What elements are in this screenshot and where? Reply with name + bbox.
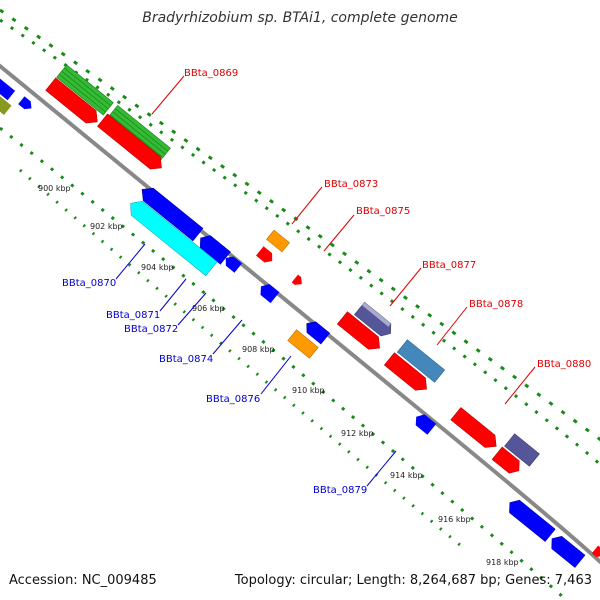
tick-label: 914 kbp — [390, 471, 423, 480]
gene-feature[interactable] — [547, 532, 586, 568]
gene-label-BBta_0872[interactable]: BBta_0872 — [124, 324, 178, 335]
gene-feature[interactable] — [256, 246, 276, 265]
gene-feature[interactable] — [491, 446, 524, 477]
gene-feature[interactable] — [137, 183, 204, 242]
gene-feature-BBta_0874[interactable] — [257, 281, 280, 304]
gene-features[interactable] — [0, 64, 600, 568]
map-title: Bradyrhizobium sp. BTAi1, complete genom… — [142, 10, 458, 26]
gene-feature[interactable] — [45, 77, 103, 128]
gene-feature[interactable] — [222, 253, 242, 273]
gene-feature[interactable] — [0, 75, 16, 101]
gene-label-BBta_0876[interactable]: BBta_0876 — [206, 394, 260, 405]
gene-feature-BBta_0878[interactable] — [396, 339, 446, 383]
gene-feature-BBta_0877[interactable] — [354, 301, 395, 340]
gene-label-BBta_0877[interactable]: BBta_0877 — [422, 260, 476, 271]
gene-feature-BBta_0869[interactable] — [56, 64, 114, 116]
gene-feature[interactable] — [505, 496, 556, 542]
ticks: 900 kbp 902 kbp 904 kbp 906 kbp 908 kbp … — [38, 184, 519, 567]
accession-text: Accession: NC_009485 — [9, 573, 157, 588]
gene-feature[interactable] — [97, 113, 166, 174]
tick-label: 904 kbp — [141, 263, 174, 272]
gene-feature[interactable] — [302, 318, 331, 345]
gene-feature[interactable] — [196, 232, 231, 265]
gene-feature-BBta_0870[interactable] — [125, 196, 218, 277]
track-dot-line — [0, 18, 600, 472]
gene-label-BBta_0879[interactable]: BBta_0879 — [313, 485, 367, 496]
gene-feature[interactable] — [0, 93, 12, 115]
tick-label: 916 kbp — [438, 515, 471, 524]
track-dot-line — [19, 168, 461, 547]
tick-label: 900 kbp — [38, 184, 71, 193]
gene-feature-BBta_0873[interactable] — [266, 229, 290, 253]
gene-label-BBta_0873[interactable]: BBta_0873 — [324, 179, 378, 190]
gene-label-BBta_0870[interactable]: BBta_0870 — [62, 278, 116, 289]
gene-label-BBta_0869[interactable]: BBta_0869 — [184, 68, 238, 79]
tick-label: 902 kbp — [90, 222, 123, 231]
track-dot-lines — [0, 8, 600, 598]
gene-feature[interactable] — [383, 352, 431, 396]
tick-label: 912 kbp — [341, 429, 374, 438]
gene-feature[interactable] — [336, 311, 384, 355]
genome-backbone — [0, 63, 600, 565]
gene-feature[interactable] — [18, 96, 34, 112]
gene-label-BBta_0878[interactable]: BBta_0878 — [469, 299, 523, 310]
gene-feature-BBta_0880[interactable] — [504, 433, 540, 467]
gene-label-BBta_0875[interactable]: BBta_0875 — [356, 206, 410, 217]
gene-label-BBta_0871[interactable]: BBta_0871 — [106, 310, 160, 321]
genome-summary-text: Topology: circular; Length: 8,264,687 bp… — [234, 573, 592, 588]
label-leader-lines — [115, 75, 536, 487]
tick-label: 910 kbp — [292, 386, 325, 395]
gene-labels: BBta_0869 BBta_0873 BBta_0875 BBta_0877 … — [62, 68, 591, 496]
gene-label-BBta_0874[interactable]: BBta_0874 — [159, 354, 213, 365]
tick-label: 906 kbp — [192, 304, 225, 313]
tick-label: 918 kbp — [486, 558, 519, 567]
gene-label-BBta_0880[interactable]: BBta_0880 — [537, 359, 591, 370]
track-dot-line — [0, 126, 564, 598]
gene-feature-BBta_0876[interactable] — [287, 329, 319, 359]
tick-label: 908 kbp — [242, 345, 275, 354]
gene-feature-BBta_0879[interactable] — [412, 411, 437, 435]
gene-feature-BBta_0875[interactable] — [291, 274, 305, 288]
gene-feature[interactable] — [450, 407, 501, 452]
